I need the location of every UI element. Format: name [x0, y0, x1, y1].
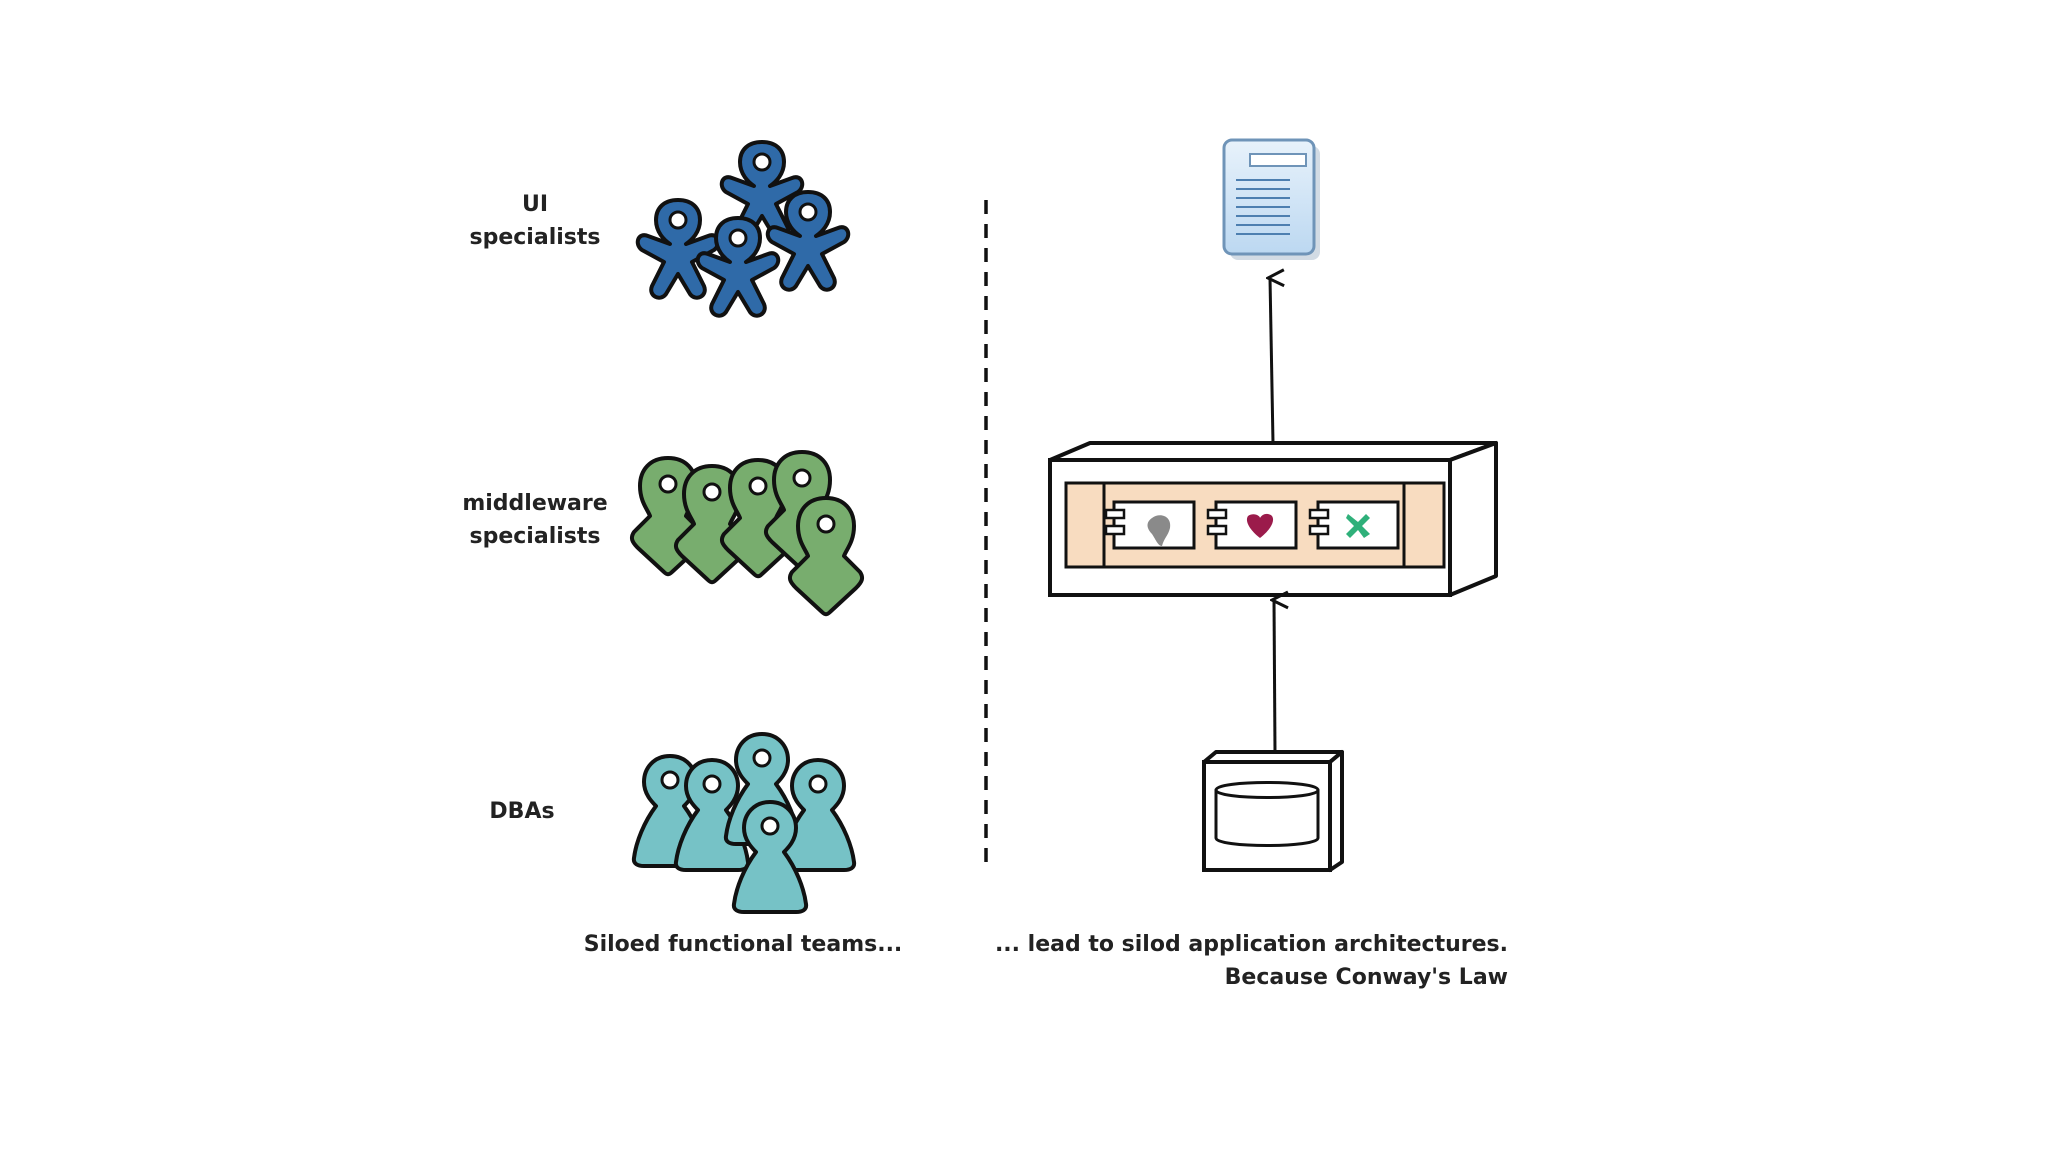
- label-line: middleware: [462, 491, 608, 516]
- component-heart-icon: [1206, 500, 1298, 550]
- dba-group: [631, 732, 857, 914]
- database-icon: [1202, 750, 1344, 872]
- dbas-label: DBAs: [489, 799, 555, 824]
- ui-specialists-group: [635, 140, 851, 318]
- arrow-app-to-document: [1270, 278, 1273, 444]
- document-icon: [1222, 138, 1320, 260]
- caption-line: Because Conway's Law: [1224, 965, 1508, 990]
- left-caption: Siloed functional teams...: [583, 932, 903, 957]
- star-person-icon: [635, 198, 721, 300]
- application-container-icon: [1048, 441, 1498, 597]
- ui-specialists-label: UI specialists: [460, 188, 610, 254]
- arrow-database-to-app: [1274, 600, 1275, 753]
- component-cross-icon: [1308, 500, 1400, 550]
- component-blob-icon: [1104, 500, 1196, 550]
- caption-line: ... lead to silod application architectu…: [994, 932, 1508, 957]
- label-line: specialists: [469, 524, 601, 549]
- label-line: specialists: [469, 225, 601, 250]
- middleware-specialists-label: middleware specialists: [445, 487, 625, 553]
- right-caption: ... lead to silod application architectu…: [960, 928, 1508, 994]
- middleware-specialists-group: [629, 450, 865, 617]
- label-line: UI: [521, 192, 549, 217]
- star-person-icon: [765, 190, 851, 292]
